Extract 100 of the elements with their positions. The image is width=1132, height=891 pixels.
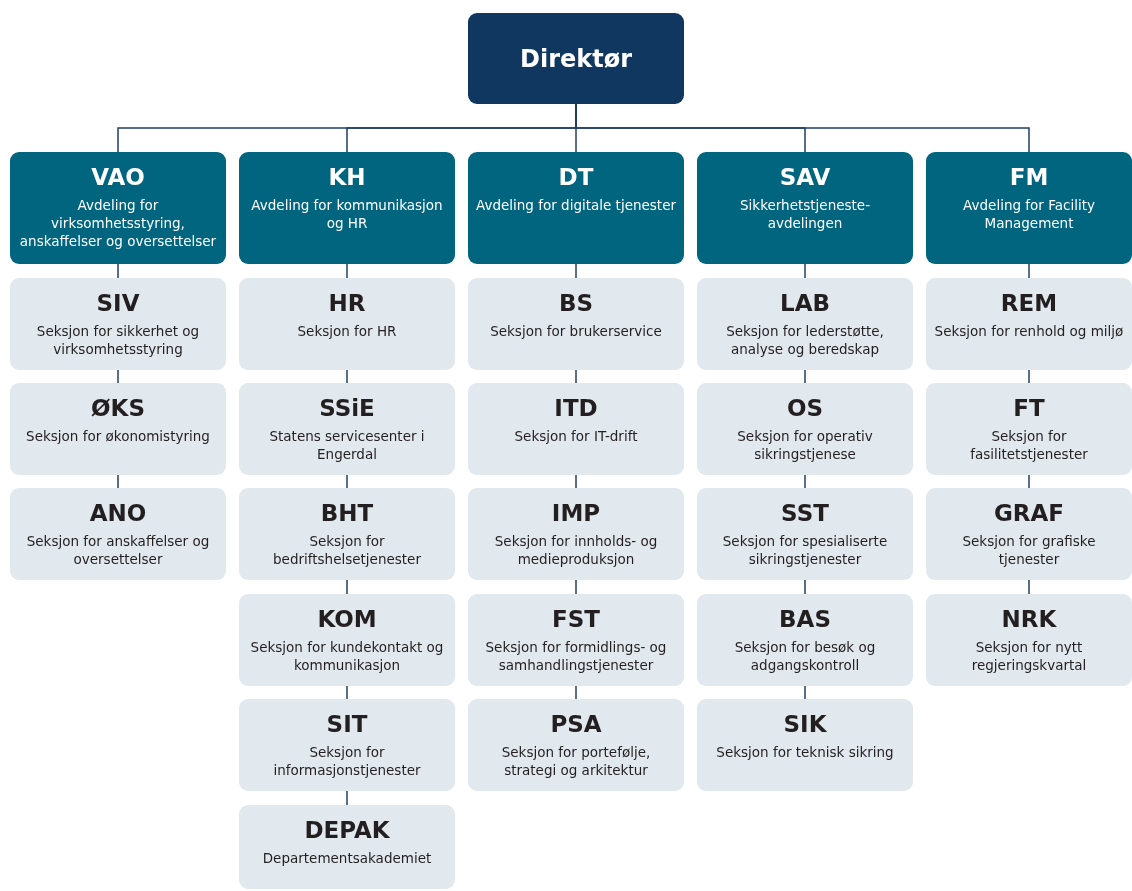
unit-name: Avdeling for Facility Management <box>962 196 1096 232</box>
connector-line <box>804 263 806 279</box>
unit-abbreviation: ØKS <box>91 394 145 423</box>
unit-name: Sikkerhetstjeneste- avdelingen <box>739 196 871 232</box>
connector-line <box>575 685 577 700</box>
unit-name: Seksjon for nytt regjeringskvartal <box>970 638 1088 674</box>
section-box <box>926 383 1132 475</box>
connector-line <box>117 263 119 279</box>
section-box <box>239 594 455 686</box>
unit-abbreviation: DEPAK <box>304 816 390 845</box>
connector-line <box>346 790 348 806</box>
connector-line <box>575 369 577 384</box>
section-box <box>10 488 226 580</box>
unit-name: Seksjon for sikkerhet og virksomhetsstyring <box>35 322 201 358</box>
section-box <box>10 278 226 370</box>
unit-abbreviation: IMP <box>551 499 601 528</box>
connector-line <box>117 474 119 489</box>
unit-name: Avdeling for virksomhetsstyring, anskaffelser og oversettelser <box>18 196 218 250</box>
unit-name: Seksjon for grafiske tjenester <box>961 532 1097 568</box>
department-box <box>10 152 226 264</box>
unit-name: Seksjon for bedriftshelsetjenester <box>272 532 422 568</box>
unit-abbreviation: Direktør <box>520 43 632 74</box>
unit-name: Seksjon for kundekontakt og kommunikasjon <box>249 638 445 674</box>
connector-line <box>575 263 577 279</box>
unit-name: Seksjon for besøk og adgangskontroll <box>733 638 877 674</box>
section-box <box>926 278 1132 370</box>
unit-name: Seksjon for renhold og miljø <box>934 322 1124 340</box>
unit-abbreviation: OS <box>786 394 824 423</box>
section-box <box>468 594 684 686</box>
department-box <box>468 152 684 264</box>
connector-line <box>575 474 577 489</box>
unit-abbreviation: ANO <box>89 499 147 528</box>
connector-line <box>346 474 348 489</box>
section-box <box>926 594 1132 686</box>
connector-line <box>804 474 806 489</box>
section-box <box>239 383 455 475</box>
section-box <box>468 278 684 370</box>
connector-line <box>1028 263 1030 279</box>
unit-abbreviation: SIV <box>96 289 140 318</box>
unit-name: Avdeling for digitale tjenester <box>476 196 676 214</box>
unit-abbreviation: GRAF <box>993 499 1065 528</box>
unit-abbreviation: FM <box>1009 163 1049 192</box>
unit-abbreviation: KH <box>328 163 366 192</box>
unit-abbreviation: ITD <box>554 394 598 423</box>
unit-abbreviation: FT <box>1013 394 1045 423</box>
connector-line <box>117 369 119 384</box>
unit-abbreviation: SSiE <box>319 394 375 423</box>
unit-abbreviation: BHT <box>320 499 374 528</box>
section-box <box>239 488 455 580</box>
unit-abbreviation: LAB <box>780 289 830 318</box>
unit-name: Seksjon for lederstøtte, analyse og beredskap <box>725 322 885 358</box>
unit-name: Avdeling for kommunikasjon og HR <box>250 196 444 232</box>
unit-name: Seksjon for informasjonstjenester <box>272 743 422 779</box>
unit-abbreviation: REM <box>1000 289 1058 318</box>
unit-name: Seksjon for teknisk sikring <box>716 743 894 761</box>
unit-name: Seksjon for innholds- og medieproduksjon <box>493 532 659 568</box>
section-box <box>926 488 1132 580</box>
unit-name: Seksjon for spesialiserte sikringstjenester <box>721 532 889 568</box>
connector-line <box>1028 474 1030 489</box>
unit-name: Departementsakademiet <box>262 849 432 867</box>
section-box <box>697 383 913 475</box>
unit-abbreviation: SIK <box>783 710 827 739</box>
unit-name: Seksjon for økonomistyring <box>26 427 210 445</box>
unit-abbreviation: FST <box>552 605 600 634</box>
department-box <box>697 152 913 264</box>
unit-abbreviation: BS <box>558 289 594 318</box>
section-box <box>697 699 913 791</box>
unit-abbreviation: SIT <box>326 710 368 739</box>
unit-abbreviation: HR <box>328 289 366 318</box>
section-box <box>10 383 226 475</box>
department-box <box>239 152 455 264</box>
unit-abbreviation: NRK <box>1001 605 1057 634</box>
unit-name: Seksjon for brukerservice <box>490 322 662 340</box>
connector-line <box>346 685 348 700</box>
unit-abbreviation: SAV <box>779 163 831 192</box>
connector-line <box>346 263 348 279</box>
section-box <box>239 805 455 889</box>
unit-name: Seksjon for IT-drift <box>514 427 638 445</box>
section-box <box>239 699 455 791</box>
unit-abbreviation: BAS <box>779 605 831 634</box>
section-box <box>468 699 684 791</box>
department-box <box>926 152 1132 264</box>
connector-line <box>804 685 806 700</box>
unit-name: Seksjon for HR <box>297 322 397 340</box>
connector-line <box>1028 369 1030 384</box>
unit-name: Statens servicesenter i Engerdal <box>268 427 426 463</box>
unit-name: Seksjon for formidlings- og samhandlingstjenester <box>484 638 668 674</box>
section-box <box>697 278 913 370</box>
connector-line <box>346 579 348 595</box>
unit-abbreviation: VAO <box>91 163 145 192</box>
unit-abbreviation: DT <box>558 163 594 192</box>
connector-line <box>804 369 806 384</box>
section-box <box>239 278 455 370</box>
connector-line <box>575 579 577 595</box>
connector-line <box>1028 579 1030 595</box>
unit-name: Seksjon for fasilitetstjenester <box>969 427 1089 463</box>
section-box <box>697 488 913 580</box>
unit-name: Seksjon for anskaffelser og oversettelser <box>25 532 211 568</box>
section-box <box>468 383 684 475</box>
unit-abbreviation: KOM <box>317 605 377 634</box>
